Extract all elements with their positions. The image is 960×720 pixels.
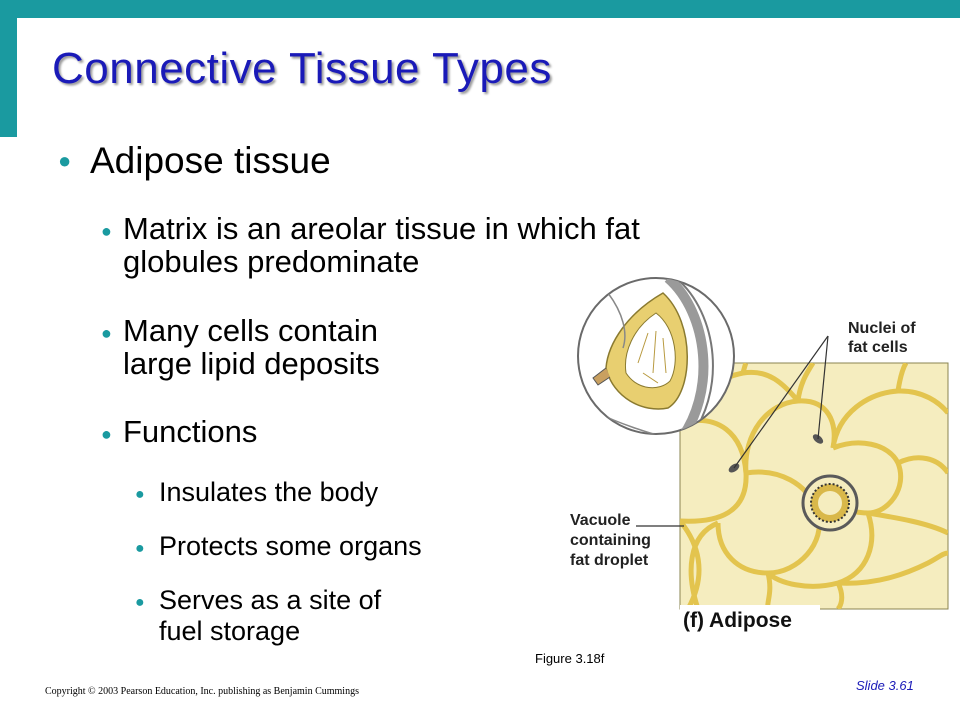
- copyright-text: Copyright © 2003 Pearson Education, Inc.…: [45, 686, 359, 697]
- slide-title: Connective Tissue Types: [52, 44, 552, 93]
- bullet-text: Protects some organs: [159, 531, 422, 561]
- bullet-text: Functions: [123, 414, 258, 449]
- bullet-text: Serves as a site of fuel storage: [159, 585, 382, 646]
- bullet-text: Insulates the body: [159, 477, 379, 507]
- left-accent-bar: [0, 0, 17, 137]
- bullet-text: Adipose tissue: [90, 140, 331, 181]
- bullet-text: Many cells contain large lipid deposits: [123, 313, 380, 381]
- bullet-icon: ●: [135, 486, 145, 503]
- bullet-icon: ●: [101, 323, 112, 343]
- bullet-icon: ●: [135, 594, 145, 611]
- svg-text:fat cells: fat cells: [848, 339, 908, 356]
- top-accent-bar: [0, 0, 960, 18]
- leader-lines: [636, 335, 829, 527]
- label-nuclei-of-fat-cells: Nuclei of fat cells: [843, 315, 951, 359]
- bullet-icon: ●: [101, 221, 112, 241]
- figure-caption: Figure 3.18f: [535, 651, 605, 666]
- svg-text:fat droplet: fat droplet: [570, 552, 649, 569]
- adipose-tissue-figure: Nuclei of fat cells Vacuole containing f…: [570, 277, 951, 633]
- bullet-text: Matrix is an areolar tissue in which fat…: [123, 211, 640, 279]
- svg-text:containing: containing: [570, 532, 651, 549]
- label-vacuole: Vacuole containing fat droplet: [570, 512, 651, 569]
- svg-text:(f) Adipose: (f) Adipose: [683, 609, 792, 632]
- bullet-icon: ●: [101, 424, 112, 444]
- bullet-icon: ●: [135, 540, 145, 557]
- slide-number: Slide 3.61: [856, 678, 914, 693]
- label-adipose: (f) Adipose: [680, 605, 820, 633]
- svg-text:Nuclei of: Nuclei of: [848, 320, 916, 337]
- breast-cross-section-inset: [577, 277, 735, 435]
- bullet-icon: ●: [58, 148, 72, 173]
- svg-text:Vacuole: Vacuole: [570, 512, 631, 529]
